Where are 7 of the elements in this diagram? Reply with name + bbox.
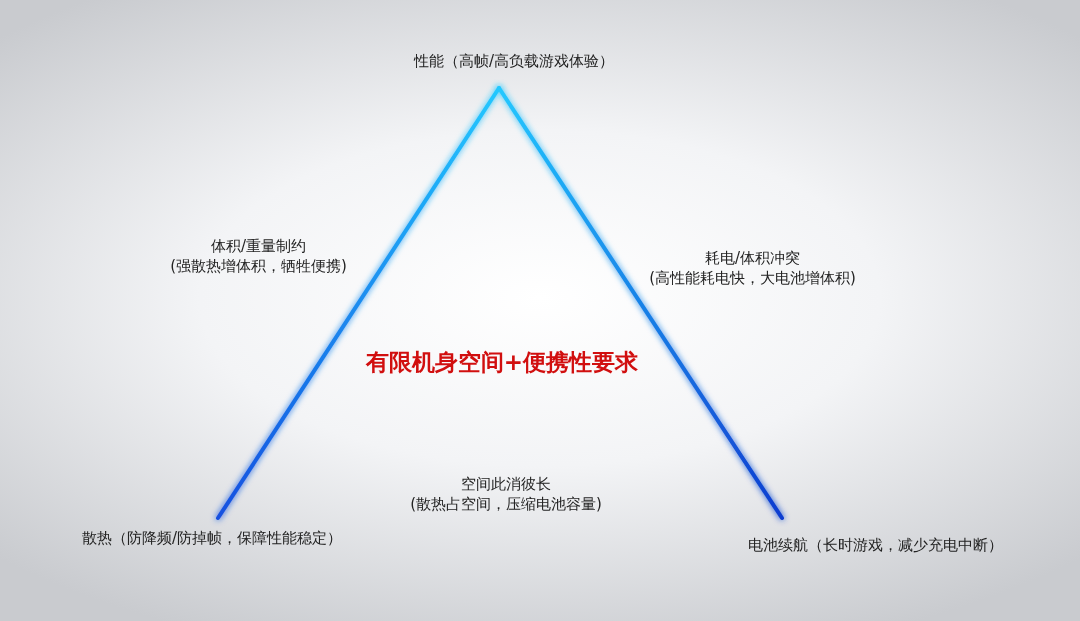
vertex-label: 性能（高帧/高负载游戏体验）: [413, 52, 615, 71]
edge-label: 体积/重量制约 (强散热增体积，牺牲便携): [170, 235, 347, 277]
edge-label: 空间此消彼长 (散热占空间，压缩电池容量): [410, 473, 602, 515]
edge-label: 耗电/体积冲突 (高性能耗电快，大电池增体积): [649, 247, 856, 289]
vertex-label: 电池续航（长时游戏，减少充电中断）: [747, 536, 1003, 555]
center-title: 有限机身空间+便携性要求: [365, 347, 639, 377]
vertex-label: 散热（防降频/防掉帧，保障性能稳定）: [81, 529, 343, 548]
